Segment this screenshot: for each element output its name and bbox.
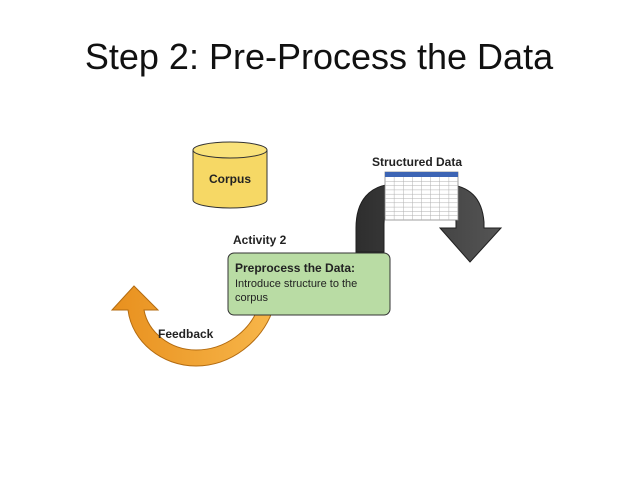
corpus-cylinder: Corpus: [192, 141, 268, 209]
preprocess-line1: Introduce structure to the: [235, 278, 357, 290]
structured-data-label: Structured Data: [372, 155, 462, 169]
slide-title: Step 2: Pre-Process the Data: [84, 36, 554, 77]
structured-data-table: [384, 171, 459, 221]
preprocess-line2: corpus: [235, 292, 269, 304]
preprocess-title: Preprocess the Data:: [235, 261, 355, 275]
activity-label: Activity 2: [233, 233, 287, 247]
corpus-label: Corpus: [209, 172, 251, 186]
preprocess-box: Preprocess the Data: Introduce structure…: [227, 252, 391, 316]
feedback-label: Feedback: [158, 327, 214, 341]
